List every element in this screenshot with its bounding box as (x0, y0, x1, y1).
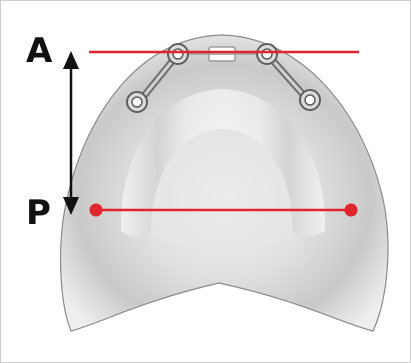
screw-head-icon (168, 44, 188, 64)
posterior-left-point (90, 204, 103, 217)
screw-head-icon (127, 92, 147, 112)
screw-head-icon (257, 44, 277, 64)
screw-head-icon (300, 90, 320, 110)
posterior-label: P (26, 196, 51, 230)
posterior-right-point (345, 204, 358, 217)
anterior-label: A (26, 34, 52, 68)
